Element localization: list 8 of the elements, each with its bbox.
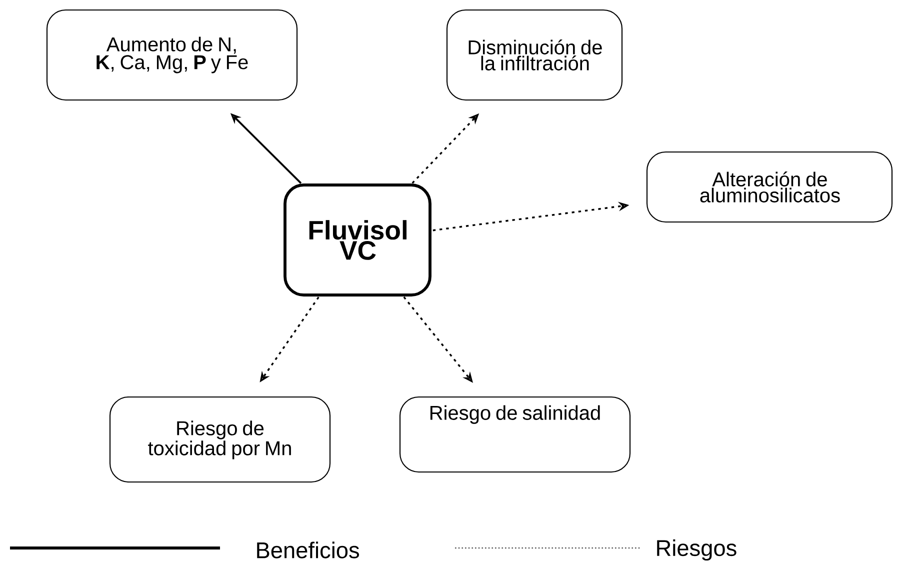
central-box: Fluvisol VC	[284, 184, 432, 296]
legend-text: Riesgos	[657, 539, 736, 561]
legend-text: Beneficios	[257, 542, 360, 558]
rounded-box: Aumento de N, K, Ca, Mg, P y Fe	[46, 9, 298, 101]
rounded-box: Alteración de aluminosilicatos	[646, 151, 893, 223]
rounded-box: Riesgo de toxicidad por Mn	[109, 396, 331, 483]
rounded-box: Disminución de la infiltración	[446, 9, 623, 101]
rounded-box: Riesgo de salinidad	[399, 396, 631, 473]
